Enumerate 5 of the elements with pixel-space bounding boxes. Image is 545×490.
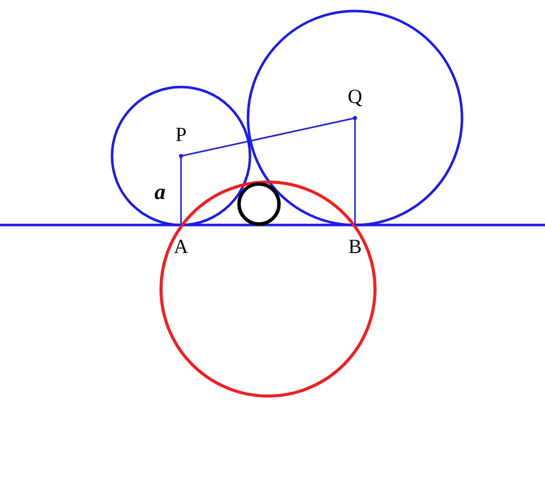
point-label: B (348, 237, 362, 257)
point-label: Q (348, 87, 362, 107)
length-label: a (154, 182, 166, 202)
point-label: P (175, 125, 187, 145)
point-label: A (174, 237, 188, 257)
